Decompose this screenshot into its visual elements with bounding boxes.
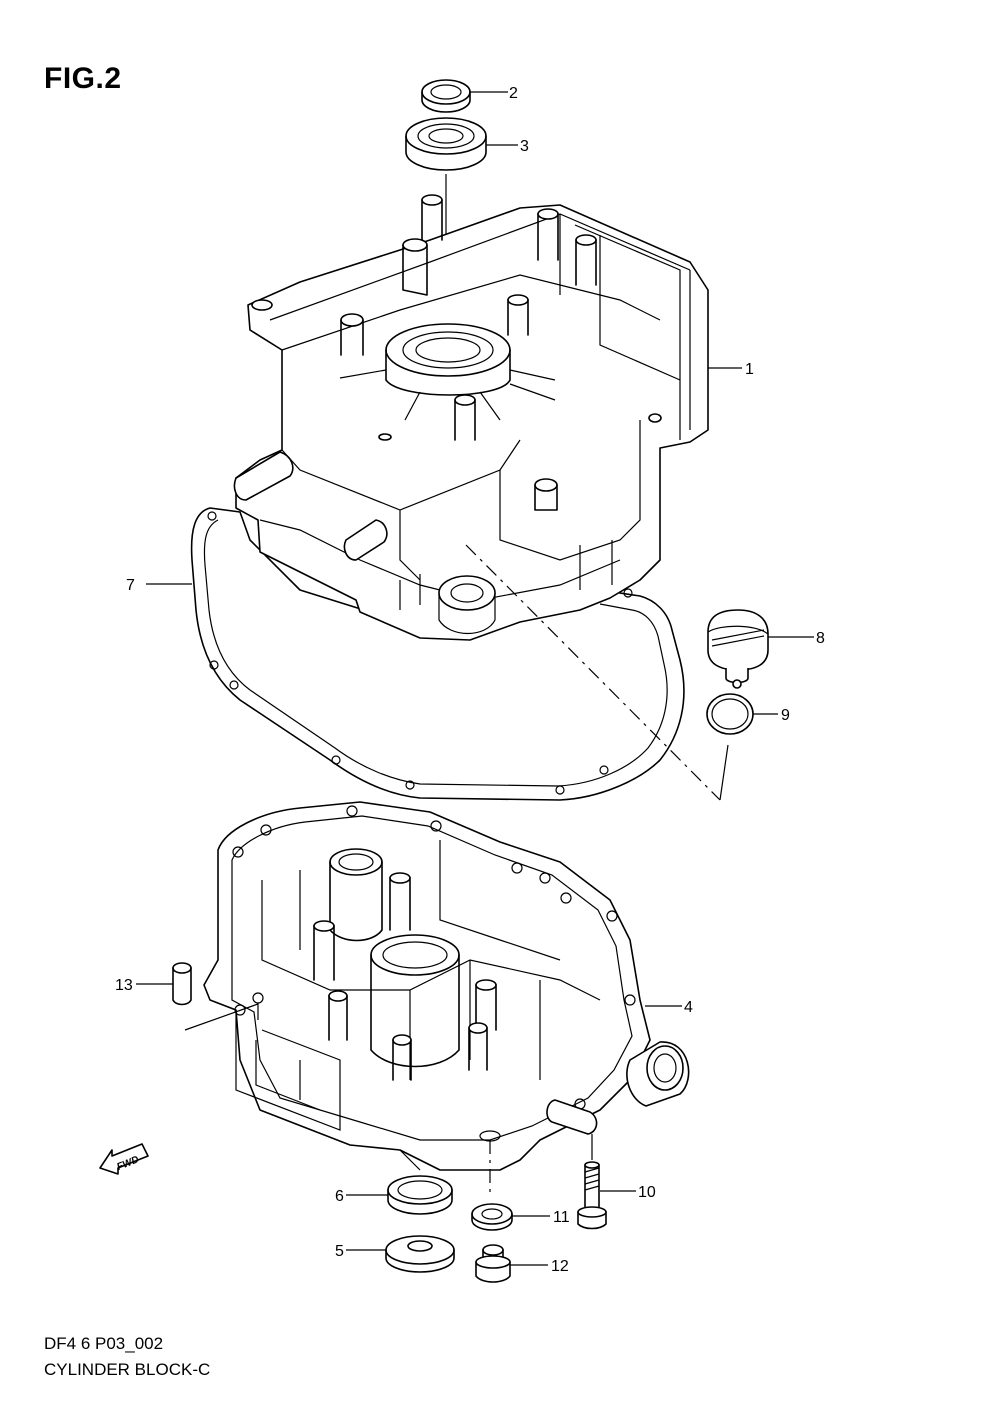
fwd-arrow-icon: FWD	[99, 1143, 149, 1175]
figure-title: FIG.2	[44, 62, 122, 95]
crankcase-part	[203, 801, 690, 1171]
callout-numbers: 2 3 1 4 5 6 7 8 9 10 11 12 13	[115, 85, 825, 1275]
callout-2: 2	[509, 85, 518, 102]
callout-leaders	[136, 91, 814, 1266]
drawing-code: DF4 6 P03_002	[44, 1334, 164, 1353]
assembly-line-filler	[465, 544, 721, 801]
assembly-line-filler-tick	[719, 744, 729, 801]
callout-4: 4	[684, 999, 693, 1016]
bolt-part	[577, 1161, 607, 1230]
cylinder-block-part	[233, 194, 709, 641]
callout-5: 5	[335, 1243, 344, 1260]
o-ring-part	[706, 693, 754, 735]
callout-6: 6	[335, 1188, 344, 1205]
oil-seal-bottom-part	[387, 1175, 453, 1215]
drawing-name: CYLINDER BLOCK-C	[44, 1360, 211, 1379]
washer-part	[471, 1203, 513, 1231]
callout-10: 10	[638, 1184, 656, 1201]
callout-11: 11	[553, 1209, 570, 1226]
bearing-part	[405, 117, 487, 171]
callout-9: 9	[781, 707, 790, 724]
callout-12: 12	[551, 1258, 569, 1275]
oil-filler-plug-part	[707, 609, 769, 689]
drain-plug-part	[475, 1244, 511, 1283]
dowel-pin-part	[172, 962, 192, 1006]
oil-seal-top-part	[421, 79, 471, 113]
callout-3: 3	[520, 138, 529, 155]
callout-1: 1	[745, 361, 754, 378]
cap-part	[385, 1235, 455, 1273]
callout-7: 7	[126, 577, 135, 594]
assembly-line-dowel	[184, 1003, 259, 1031]
callout-8: 8	[816, 630, 825, 647]
callout-13: 13	[115, 977, 133, 994]
